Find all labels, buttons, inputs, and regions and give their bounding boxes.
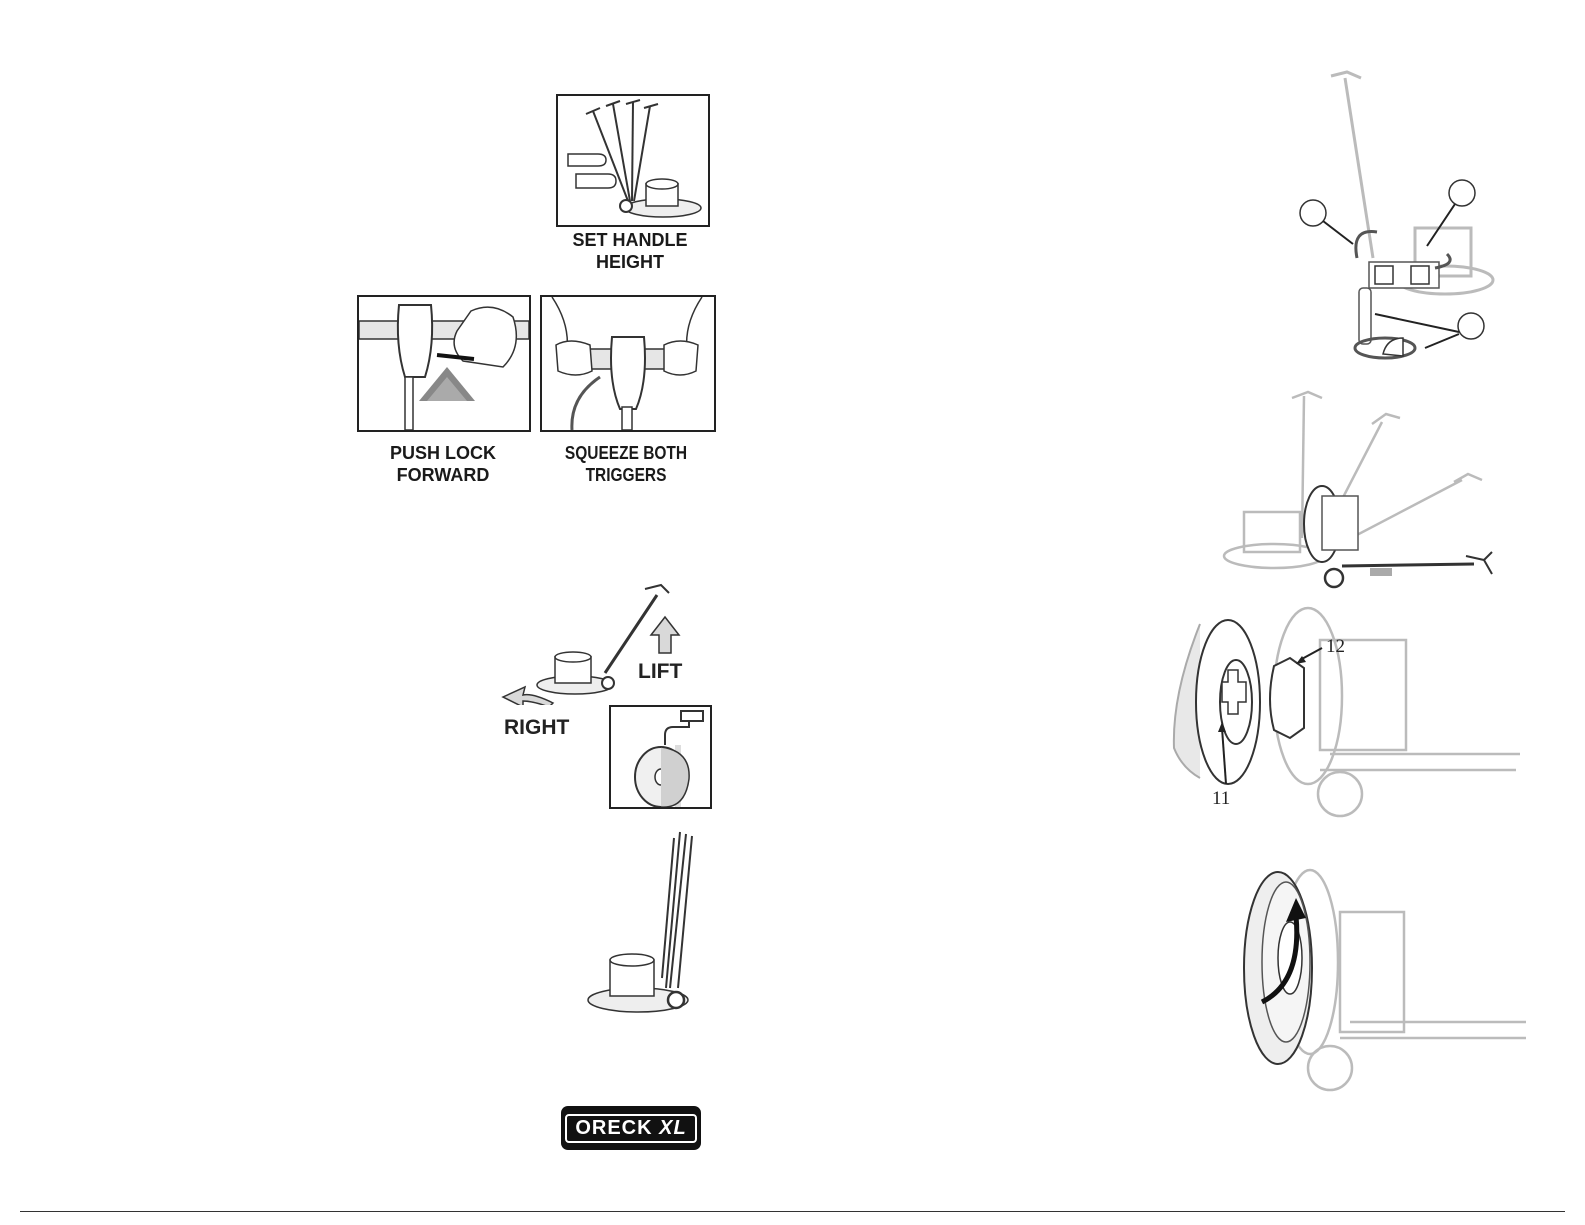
lift-label: LIFT — [638, 660, 682, 684]
push-lock-forward-caption: PUSH LOCK FORWARD — [372, 442, 514, 486]
rinse-pad-figure — [609, 705, 712, 809]
oreck-xl-logo: ORECK XL — [561, 1106, 701, 1150]
squeeze-both-triggers-figure — [540, 295, 716, 432]
right-label: RIGHT — [504, 716, 569, 740]
lift-right-figure — [495, 575, 695, 705]
part-12-label: 12 — [1326, 636, 1345, 658]
bottom-rule — [20, 1211, 1565, 1212]
logo-suffix: XL — [659, 1117, 687, 1139]
set-handle-height-caption: SET HANDLE HEIGHT — [564, 229, 696, 273]
install-pad-holder-figure — [1230, 862, 1530, 1094]
cord-hookup-figure — [1295, 68, 1495, 378]
push-lock-forward-figure — [357, 295, 531, 432]
storage-position-figure — [582, 828, 702, 1020]
logo-brand: ORECK — [575, 1117, 652, 1139]
logo-text: ORECK XL — [565, 1114, 696, 1143]
squeeze-both-triggers-caption: SQUEEZE BOTH TRIGGERS — [559, 442, 693, 486]
part-11-label: 11 — [1212, 788, 1230, 810]
set-handle-height-figure — [556, 94, 710, 227]
tilt-back-figure — [1222, 388, 1512, 593]
